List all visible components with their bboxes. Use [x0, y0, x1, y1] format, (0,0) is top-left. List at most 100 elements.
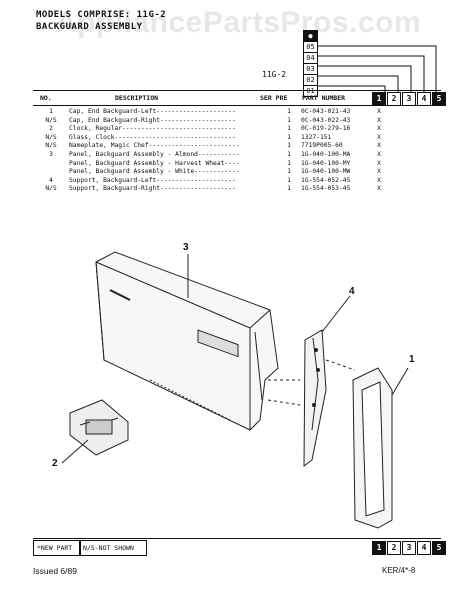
part-item-number: 3	[49, 150, 53, 158]
model-number-box: 4	[417, 541, 431, 555]
part-description: Support, Backguard-Left-----------------…	[69, 176, 236, 184]
not-shown-legend: N/S-NOT SHOWN	[79, 540, 147, 556]
part-number: 1G-040-100-MW	[301, 168, 351, 176]
model-number-box: 5	[432, 92, 446, 106]
part-quantity: 1	[287, 176, 291, 184]
part-description: Nameplate, Magic Chef-------------------…	[69, 142, 240, 150]
model-number-box: 3	[402, 92, 416, 106]
model-box-bullet: ●	[303, 30, 318, 41]
part-number: 7719P005-60	[301, 142, 343, 150]
model-code: 11G-2	[262, 70, 287, 79]
part-quantity: 1	[287, 142, 291, 150]
model-number-header: 1 2 3 4 5	[372, 92, 447, 106]
model-applicability-mark: X	[377, 185, 381, 193]
model-box: 03	[303, 63, 318, 74]
model-box: 02	[303, 74, 318, 85]
model-applicability-mark: X	[377, 176, 381, 184]
part-description: Glass, Clock----------------------------…	[69, 133, 236, 141]
part-description: Panel, Backguard Assembly - Almond------…	[69, 150, 240, 158]
table-row: N/S Glass, Clock-------------------------…	[33, 134, 385, 143]
table-row: N/S Nameplate, Magic Chef----------------…	[33, 142, 385, 151]
table-row: 2 Clock, Regular-------------------------…	[33, 125, 385, 134]
part-number: 0C-019-279-16	[301, 125, 351, 133]
model-applicability-mark: X	[377, 159, 381, 167]
exploded-diagram	[61, 251, 409, 529]
issued-date: Issued 6/89	[33, 566, 77, 576]
support-bracket	[303, 329, 327, 468]
part-description: Clock, Regular--------------------------…	[69, 125, 236, 133]
part-description: Support, Backguard-Right----------------…	[69, 185, 236, 193]
model-box: 04	[303, 52, 318, 63]
part-item-number: N/S	[45, 133, 57, 141]
table-row: N/S Cap, End Backguard-Right-------------…	[33, 117, 385, 126]
col-header-description: DESCRIPTION	[115, 94, 159, 102]
table-row: 3 Panel, Backguard Assembly - Almond-----…	[33, 151, 385, 160]
model-box: 01	[303, 85, 318, 97]
model-number-box: 2	[387, 541, 401, 555]
model-applicability-mark: X	[377, 150, 381, 158]
table-header-rule	[33, 105, 441, 106]
model-number-box: 5	[432, 541, 446, 555]
model-connector-lines	[317, 45, 437, 92]
part-quantity: 1	[287, 108, 291, 115]
model-number-footer: 1 2 3 4 5	[372, 541, 447, 555]
table-row: N/S Support, Backguard-Right-------------…	[33, 185, 385, 194]
part-item-number	[33, 160, 69, 169]
part-item-number: N/S	[45, 142, 57, 150]
callout-3: 3	[183, 242, 189, 253]
model-number-box: 2	[387, 92, 401, 106]
models-comprise-heading: MODELS COMPRISE: 11G-2	[36, 10, 167, 20]
part-description: Panel, Backguard Assembly - Harvest Whea…	[69, 159, 240, 167]
part-item-number: N/S	[45, 185, 57, 193]
col-header-ser-pre: SER PRE	[260, 94, 288, 102]
model-applicability-mark: X	[377, 108, 381, 115]
col-header-part-number: PART NUMBER	[302, 94, 346, 102]
model-applicability-mark: X	[377, 142, 381, 150]
part-quantity: 1	[287, 159, 291, 167]
new-part-legend: *NEW PART	[33, 540, 81, 556]
assembly-title: BACKGUARD ASSEMBLY	[36, 22, 143, 32]
table-row: Panel, Backguard Assembly - Harvest Whea…	[33, 160, 385, 169]
part-quantity: 1	[287, 133, 291, 141]
part-number: 1G-554-053-45	[301, 185, 351, 193]
part-item-number: 1	[49, 108, 53, 115]
model-applicability-mark: X	[377, 125, 381, 133]
part-quantity: 1	[287, 125, 291, 133]
col-header-no: NO.	[40, 94, 52, 102]
callout-4: 4	[349, 286, 355, 297]
model-number-box: 1	[372, 92, 386, 106]
model-number-box: 1	[372, 541, 386, 555]
table-row: Panel, Backguard Assembly - White-------…	[33, 168, 385, 177]
part-number: 1G-554-052-45	[301, 176, 351, 184]
part-item-number: 2	[49, 125, 53, 133]
part-item-number: 4	[49, 176, 53, 184]
model-applicability-mark: X	[377, 133, 381, 141]
part-quantity: 1	[287, 116, 291, 124]
watermark: AppliancePartsPros.com	[55, 6, 422, 39]
table-top-rule	[33, 90, 441, 91]
part-number: 1G-040-100-MA	[301, 150, 351, 158]
footer-top-rule	[33, 538, 441, 539]
callout-1: 1	[409, 354, 415, 365]
callout-2: 2	[52, 458, 58, 469]
part-description: Panel, Backguard Assembly - White-------…	[69, 168, 240, 176]
backguard-panel	[95, 251, 279, 431]
model-applicability-mark: X	[377, 168, 381, 176]
table-row: 4 Support, Backguard-Left----------------…	[33, 177, 385, 186]
part-description: Cap, End Backguard-Right----------------…	[69, 116, 236, 124]
part-number: 1327-151	[301, 133, 332, 141]
page-reference: KER/4*-8	[382, 566, 416, 575]
part-number: 0C-043-021-43	[301, 108, 351, 115]
model-number-box: 3	[402, 541, 416, 555]
part-number: 1G-040-100-MY	[301, 159, 351, 167]
clock-window	[197, 329, 239, 358]
part-number: 0C-043-022-43	[301, 116, 351, 124]
part-item-number	[33, 168, 69, 177]
part-quantity: 1	[287, 185, 291, 193]
part-quantity: 1	[287, 150, 291, 158]
part-item-number: N/S	[45, 116, 57, 124]
model-box-stack: ● 05 04 03 02 01	[303, 30, 318, 97]
part-quantity: 1	[287, 168, 291, 176]
